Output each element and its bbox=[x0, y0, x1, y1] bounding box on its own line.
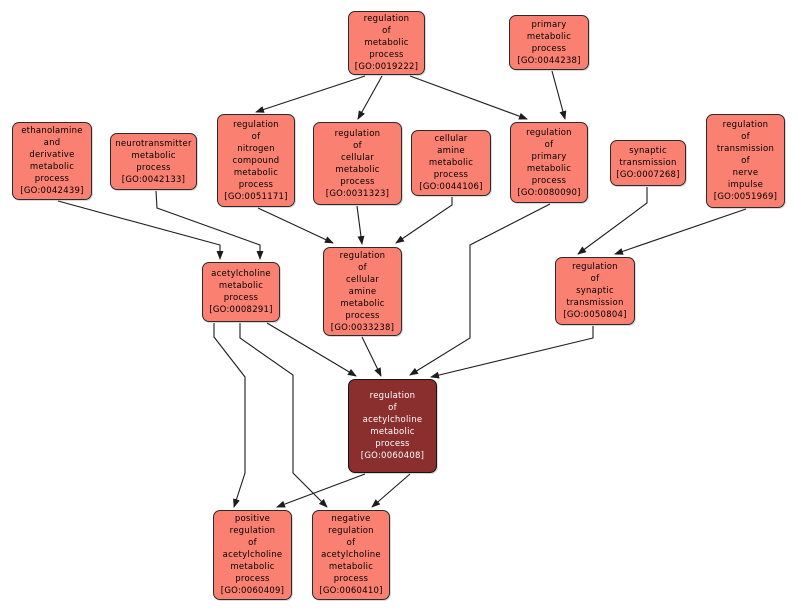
node-GO:0042439[interactable]: ethanolamine and derivative metabolic pr… bbox=[12, 122, 92, 200]
node-label: regulation of cellular metabolic process… bbox=[325, 128, 390, 199]
node-label: regulation of synaptic transmission [GO:… bbox=[563, 262, 627, 320]
edge-GO:0031323-GO:0033238 bbox=[356, 205, 365, 245]
node-GO:0080090[interactable]: regulation of primary metabolic process … bbox=[510, 122, 588, 203]
node-label: synaptic transmission [GO:0007268] bbox=[616, 146, 680, 180]
node-GO:0060408-focus[interactable]: regulation of acetylcholine metabolic pr… bbox=[348, 379, 437, 473]
edge-GO:0008291-GO:0060410 bbox=[239, 323, 328, 508]
edge-GO:0060408-GO:0060409 bbox=[276, 473, 366, 508]
node-GO:0044106[interactable]: cellular amine metabolic process [GO:004… bbox=[411, 130, 491, 196]
node-label: regulation of nitrogen compound metaboli… bbox=[224, 119, 288, 202]
node-GO:0007268[interactable]: synaptic transmission [GO:0007268] bbox=[610, 140, 686, 186]
edge-GO:0008291-GO:0060409 bbox=[213, 323, 246, 508]
node-GO:0008291[interactable]: acetylcholine metabolic process [GO:0008… bbox=[202, 262, 280, 322]
node-GO:0031323[interactable]: regulation of cellular metabolic process… bbox=[313, 122, 402, 205]
node-label: ethanolamine and derivative metabolic pr… bbox=[20, 126, 84, 196]
node-label: acetylcholine metabolic process [GO:0008… bbox=[209, 269, 273, 315]
edge-GO:0008291-GO:0060408 bbox=[266, 322, 357, 377]
edge-GO:0060408-GO:0060410 bbox=[371, 473, 411, 508]
node-label: neurotransmitter metabolic process [GO:0… bbox=[115, 138, 192, 185]
node-GO:0033238[interactable]: regulation of cellular amine metabolic p… bbox=[323, 247, 402, 336]
node-label: regulation of transmission of nerve impu… bbox=[713, 120, 778, 202]
edge-GO:0019222-GO:0051171 bbox=[255, 75, 366, 113]
node-label: primary metabolic process [GO:0044238] bbox=[517, 19, 581, 66]
node-label: regulation of acetylcholine metabolic pr… bbox=[360, 391, 425, 461]
edge-GO:0007268-GO:0050804 bbox=[577, 187, 648, 255]
edge-GO:0033238-GO:0060408 bbox=[361, 336, 382, 377]
edge-GO:0019222-GO:0080090 bbox=[409, 75, 528, 120]
node-GO:0060409[interactable]: positive regulation of acetylcholine met… bbox=[213, 510, 292, 600]
edge-GO:0051969-GO:0050804 bbox=[614, 208, 747, 255]
node-GO:0019222[interactable]: regulation of metabolic process [GO:0019… bbox=[348, 11, 425, 75]
node-label: regulation of metabolic process [GO:0019… bbox=[354, 14, 419, 72]
node-GO:0044238[interactable]: primary metabolic process [GO:0044238] bbox=[509, 15, 589, 70]
edge-GO:0051171-GO:0033238 bbox=[257, 207, 334, 244]
node-label: cellular amine metabolic process [GO:004… bbox=[419, 134, 483, 192]
edge-GO:0019222-GO:0031323 bbox=[357, 75, 383, 120]
edge-GO:0042133-GO:0008291 bbox=[155, 190, 264, 260]
node-GO:0060410[interactable]: negative regulation of acetylcholine met… bbox=[312, 510, 390, 600]
node-GO:0050804[interactable]: regulation of synaptic transmission [GO:… bbox=[555, 257, 635, 325]
node-GO:0051969[interactable]: regulation of transmission of nerve impu… bbox=[706, 114, 785, 208]
node-label: positive regulation of acetylcholine met… bbox=[220, 514, 285, 596]
node-GO:0042133[interactable]: neurotransmitter metabolic process [GO:0… bbox=[110, 133, 197, 190]
node-label: negative regulation of acetylcholine met… bbox=[319, 514, 383, 596]
node-label: regulation of primary metabolic process … bbox=[517, 127, 581, 198]
node-label: regulation of cellular amine metabolic p… bbox=[330, 250, 395, 333]
node-GO:0051171[interactable]: regulation of nitrogen compound metaboli… bbox=[217, 114, 295, 207]
edge-GO:0042439-GO:0008291 bbox=[57, 200, 224, 260]
edge-GO:0044238-GO:0080090 bbox=[551, 70, 567, 120]
edge-GO:0044106-GO:0033238 bbox=[395, 197, 453, 244]
edge-GO:0050804-GO:0060408 bbox=[430, 326, 594, 379]
edge-GO:0080090-GO:0060408 bbox=[409, 203, 551, 376]
